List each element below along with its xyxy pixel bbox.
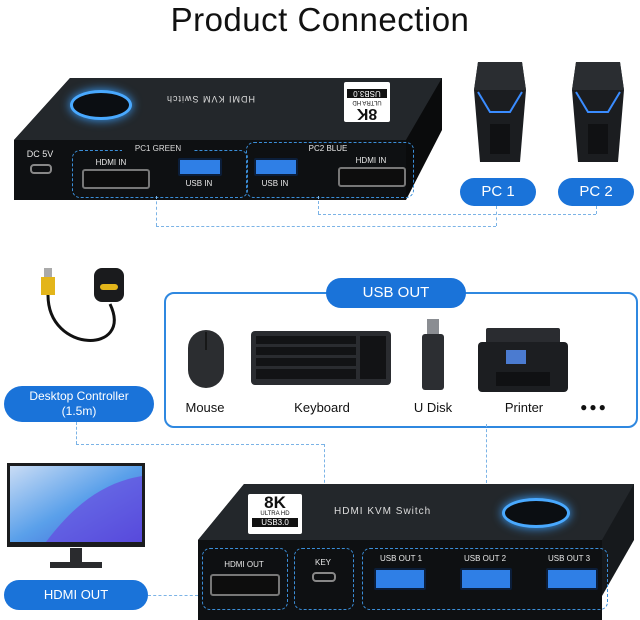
usb-in-1-port [178, 158, 222, 176]
pc2-group-label: PC2 BLUE [308, 144, 348, 153]
key-port-label: KEY [314, 558, 331, 567]
pc2-label: PC 2 [558, 178, 634, 206]
controller-label: Desktop Controller (1.5m) [4, 386, 154, 422]
device-label-printer: Printer [504, 400, 544, 415]
usb-in-2-label: USB IN [261, 179, 289, 188]
bottom-switch-brand: HDMI KVM Switch [334, 506, 432, 517]
bottom-badge-small: ULTRA HD [260, 511, 290, 517]
hdmi-out-label: HDMI OUT [4, 580, 148, 610]
usb-out-3-port [546, 568, 598, 590]
hdmi-out-port [210, 574, 280, 596]
usb-out-1-port [374, 568, 426, 590]
mouse-icon [188, 330, 224, 388]
top-switch-brand: HDMI KVM Switch [166, 94, 256, 104]
pc2-port-group [246, 142, 414, 198]
pc1-tower-icon [474, 62, 526, 162]
top-badge-big: 8K [356, 105, 378, 122]
usb-out-2-port [460, 568, 512, 590]
usb-out-3-label: USB OUT 3 [547, 554, 591, 563]
hdmi-in-1-port [82, 169, 150, 189]
device-label-udisk: U Disk [413, 400, 453, 415]
key-port [312, 572, 336, 582]
controller-line [76, 444, 324, 445]
bottom-badge-big: 8K [264, 493, 286, 512]
monitor-icon [7, 463, 145, 568]
key-port-group [294, 548, 354, 610]
device-label-keyboard: Keyboard [294, 400, 350, 415]
pc2-line-up [596, 206, 597, 214]
controller-label-line2: (1.5m) [61, 404, 97, 418]
more-devices-dots: ●●● [580, 400, 608, 414]
usb-out-port-group [362, 548, 608, 610]
bottom-kvm-switch: 8K ULTRA HD USB3.0 HDMI KVM Switch HDMI … [194, 480, 640, 620]
usb-out-1-label: USB OUT 1 [379, 554, 423, 563]
pc2-line-down [318, 196, 319, 214]
top-badge-small: ULTRA HD [352, 99, 382, 105]
pc1-group-label: PC1 GREEN [122, 144, 194, 153]
device-label-mouse: Mouse [185, 400, 225, 415]
power-button[interactable] [70, 90, 132, 120]
controller-label-line1: Desktop Controller [29, 389, 129, 403]
pc1-line-up [496, 206, 497, 226]
keyboard-icon [251, 331, 391, 385]
usb-in-1-label: USB IN [185, 179, 213, 188]
usb-out-label: USB OUT [326, 278, 466, 308]
hdmi-in-2-label: HDMI IN [355, 156, 387, 165]
controller-line-down [76, 422, 77, 444]
dc-port [30, 164, 52, 174]
top-badge-usb: USB3.0 [347, 89, 387, 98]
dc-label: DC 5V [26, 149, 54, 159]
hdmi-out-line [148, 595, 198, 596]
pc2-tower-icon [572, 62, 624, 162]
hdmi-out-port-group [202, 548, 288, 610]
desktop-controller-icon [41, 268, 124, 342]
pc1-label: PC 1 [460, 178, 536, 206]
pc1-line [156, 226, 496, 227]
bottom-power-button[interactable] [502, 498, 570, 528]
hdmi-out-port-label: HDMI OUT [224, 560, 264, 569]
usb-in-2-port [254, 158, 298, 176]
bottom-badge-usb: USB3.0 [252, 518, 298, 527]
page-title: Product Connection [170, 1, 470, 38]
hdmi-in-2-port [338, 167, 406, 187]
top-badge: 8K ULTRA HD USB3.0 [344, 82, 390, 122]
bottom-badge: 8K ULTRA HD USB3.0 [248, 494, 302, 534]
pc1-line-down [156, 196, 157, 226]
top-kvm-switch: HDMI KVM Switch 8K ULTRA HD USB3.0 DC 5V… [6, 70, 442, 210]
printer-icon [478, 328, 568, 392]
usb-out-2-label: USB OUT 2 [463, 554, 507, 563]
pc2-line [318, 214, 596, 215]
hdmi-in-1-label: HDMI IN [95, 158, 127, 167]
usb-disk-icon [422, 319, 444, 390]
